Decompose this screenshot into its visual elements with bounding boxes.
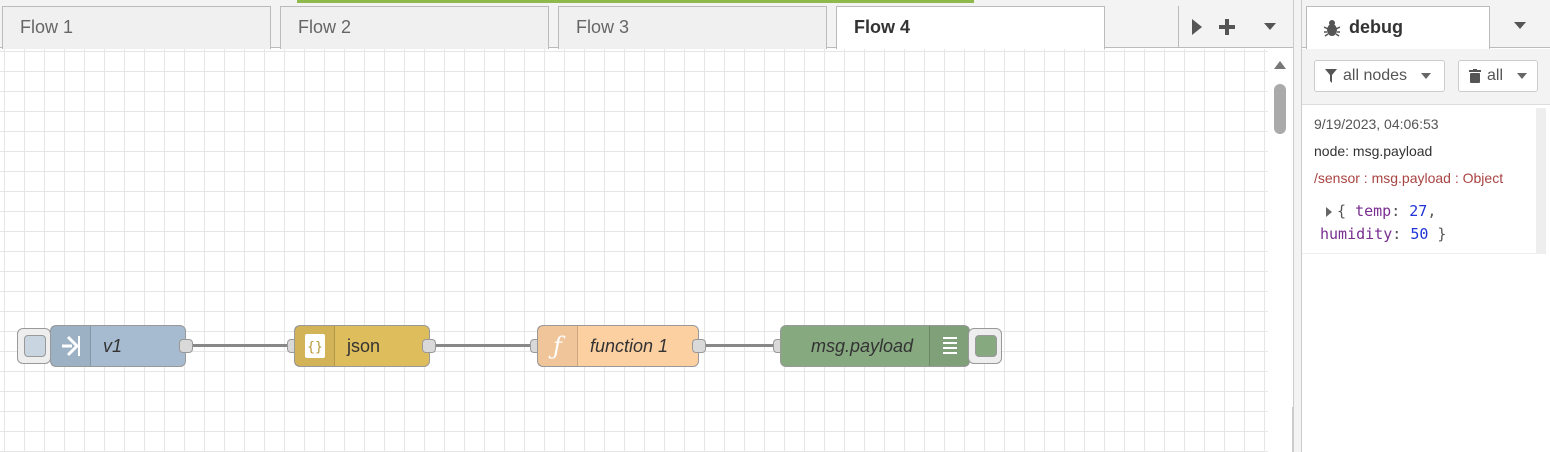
payload-object-line-2: humidity: 50 } [1320,225,1447,243]
payload-key: humidity [1320,225,1393,243]
caret-down-icon [1514,22,1526,29]
sidebar-tab-bar: debug [1302,0,1550,49]
node-label: v1 [103,335,123,356]
function-icon: ƒ [538,326,578,366]
payload-value: 50 [1410,225,1429,243]
node-label: json [347,335,381,356]
brace: { [1337,202,1347,220]
clear-messages-button[interactable]: all [1458,60,1538,92]
caret-right-icon [1192,19,1202,35]
filter-icon [1325,69,1337,83]
tab-flow-4[interactable]: Flow 4 [836,6,1105,49]
tab-tools [1178,6,1293,48]
inject-trigger-button[interactable] [17,328,51,364]
scroll-up-arrow-icon[interactable] [1274,61,1286,69]
braces-icon: {} [295,326,335,366]
payload-key: temp [1355,202,1392,220]
svg-text:{}: {} [307,340,323,355]
sidebar: debug all nodes all 9/19/2023, 04:06:53 … [1302,0,1550,452]
flow-list-menu-button[interactable] [1252,6,1288,48]
tab-flow-1[interactable]: Flow 1 [2,6,271,49]
plus-icon [1219,19,1235,35]
trash-icon [1469,69,1481,83]
json-node[interactable]: {} json [294,325,430,367]
tab-flow-3[interactable]: Flow 3 [558,6,827,49]
caret-down-icon [1264,23,1276,30]
clear-label: all [1487,67,1504,84]
filter-nodes-button[interactable]: all nodes [1314,60,1445,92]
wire[interactable] [192,344,292,347]
caret-down-icon [1421,73,1432,79]
message-timestamp: 9/19/2023, 04:06:53 [1314,116,1439,132]
wire[interactable] [705,344,779,347]
deploy-progress-strip [297,0,974,3]
tab-label: Flow 4 [854,17,911,37]
tab-label: Flow 3 [576,17,630,37]
bug-icon [1323,20,1341,37]
inject-button-face [24,335,46,357]
node-label: function 1 [590,335,669,356]
tab-debug[interactable]: debug [1306,6,1490,49]
node-label: msg.payload [811,335,914,356]
message-topic: /sensor : msg.payload : Object [1314,170,1504,186]
debug-toolbar: all nodes all [1302,49,1550,105]
add-flow-button[interactable] [1209,6,1245,48]
debug-message[interactable]: 9/19/2023, 04:06:53 node: msg.payload /s… [1302,108,1536,254]
output-port[interactable] [422,339,436,353]
output-port[interactable] [692,339,706,353]
scroll-thumb[interactable] [1274,84,1286,134]
message-node[interactable]: node: msg.payload [1314,143,1433,159]
expand-toggle-icon[interactable] [1326,206,1332,217]
list-icon [929,326,969,366]
payload-value: 27 [1409,202,1428,220]
sidebar-separator[interactable] [1293,0,1302,452]
workspace-tab-bar: Flow 1 Flow 2 Flow 3 Flow 4 [0,0,1293,49]
scroll-tabs-button[interactable] [1179,6,1215,48]
brace: } [1437,225,1447,243]
function-node[interactable]: ƒ function 1 [537,325,699,367]
caret-down-icon [1517,73,1528,79]
inject-node[interactable]: v1 [50,325,186,367]
flow-canvas[interactable] [0,49,1268,452]
sidebar-menu-button[interactable] [1507,14,1533,38]
filter-label: all nodes [1343,67,1408,84]
canvas-vertical-scrollbar[interactable] [1268,49,1294,452]
tab-label: Flow 2 [298,17,352,37]
debug-node[interactable]: msg.payload [780,325,970,367]
tab-flow-2[interactable]: Flow 2 [280,6,549,49]
tab-label: Flow 1 [20,17,74,37]
tab-label: debug [1349,17,1403,37]
debug-scrollbar[interactable] [1536,108,1546,254]
payload-object[interactable]: { temp: 27, [1326,202,1436,220]
output-port[interactable] [179,339,193,353]
debug-toggle-face [975,335,997,357]
arrow-in-icon [51,326,91,366]
debug-toggle-button[interactable] [968,328,1002,364]
wire[interactable] [435,344,535,347]
